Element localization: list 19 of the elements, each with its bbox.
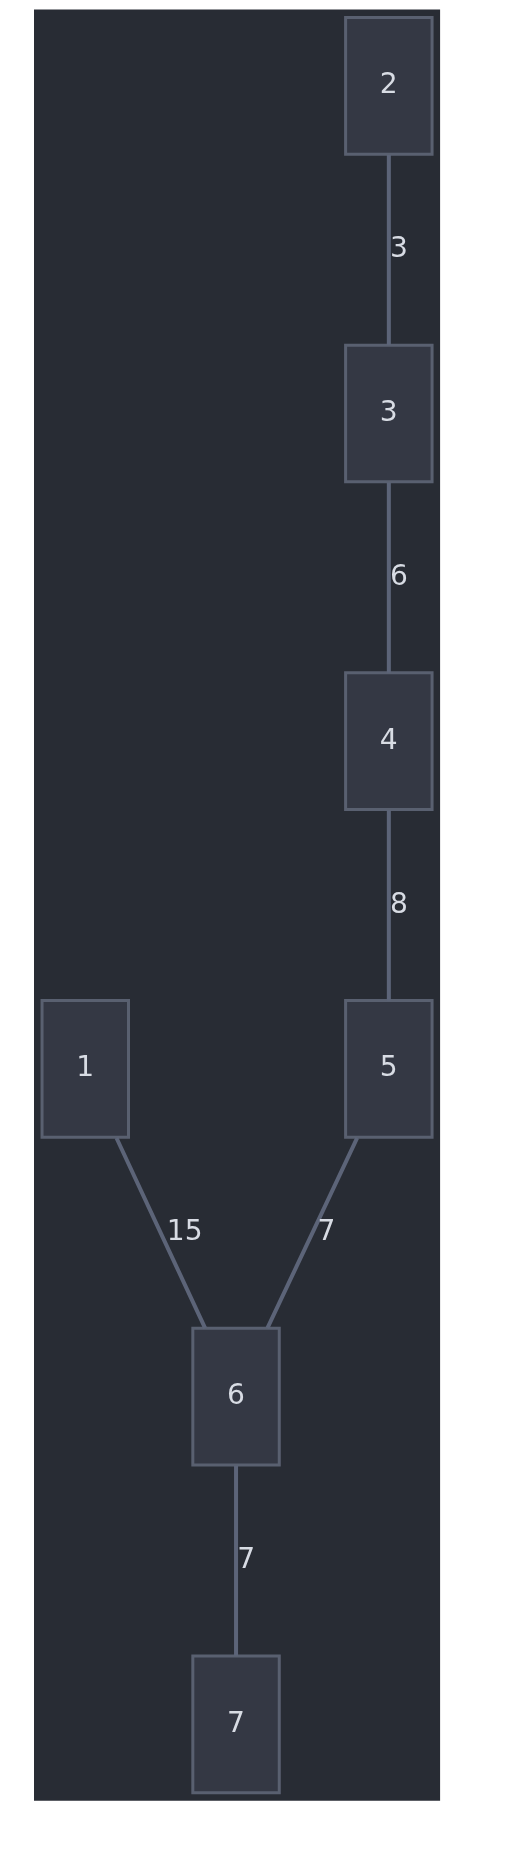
connector bbox=[234, 1465, 239, 1656]
edge-label: 8 bbox=[389, 886, 408, 920]
node-box: 5 bbox=[344, 999, 434, 1139]
node-box: 1 bbox=[40, 999, 130, 1139]
node-box: 4 bbox=[344, 671, 434, 812]
node-box: 3 bbox=[344, 343, 434, 484]
connector bbox=[386, 154, 391, 346]
node-box: 2 bbox=[344, 15, 434, 156]
edge-label: 7 bbox=[317, 1214, 336, 1248]
connector bbox=[265, 1137, 359, 1329]
node-box: 7 bbox=[191, 1654, 281, 1795]
connector bbox=[386, 810, 391, 1001]
node-box: 6 bbox=[191, 1326, 281, 1467]
edge-label: 15 bbox=[166, 1214, 203, 1248]
edge-label: 6 bbox=[389, 558, 408, 592]
connector bbox=[114, 1137, 207, 1329]
edge-label: 7 bbox=[237, 1541, 256, 1575]
connector bbox=[386, 482, 391, 673]
edge-label: 3 bbox=[389, 231, 408, 265]
